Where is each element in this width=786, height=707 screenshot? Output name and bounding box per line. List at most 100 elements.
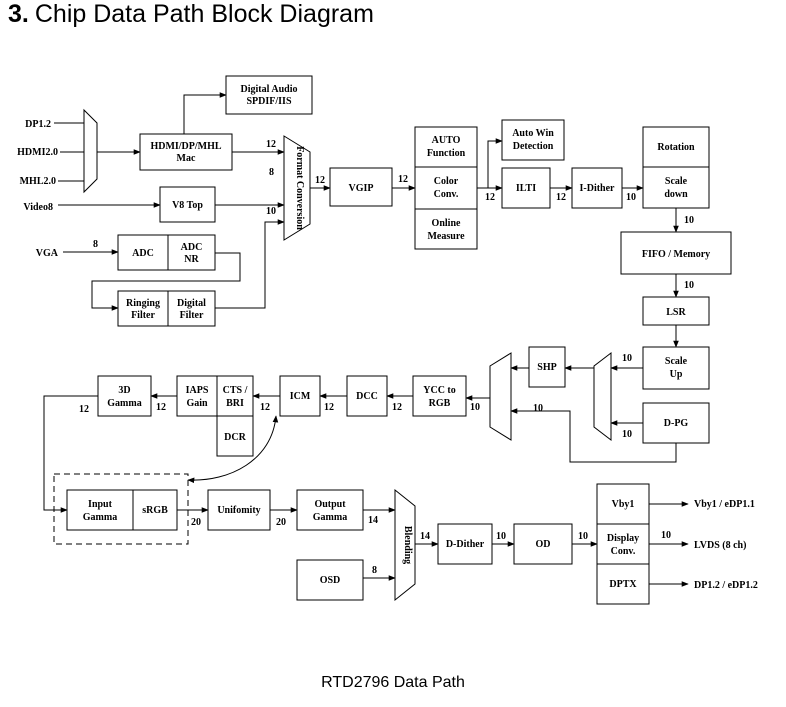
v8-top-block: V8 Top — [159, 186, 216, 223]
svg-text:ADC: ADC — [132, 248, 154, 259]
bus-vga-adc: 8 — [93, 239, 98, 250]
svg-text:BRI: BRI — [226, 398, 244, 409]
svg-text:Input: Input — [88, 499, 113, 510]
svg-text:Unifomity: Unifomity — [217, 505, 260, 516]
adc-block: ADC — [117, 234, 169, 271]
svg-text:Online: Online — [432, 218, 461, 229]
svg-text:Measure: Measure — [427, 231, 465, 242]
svg-text:Gamma: Gamma — [107, 398, 141, 409]
bus-fc-vgip: 12 — [315, 175, 325, 186]
svg-text:RGB: RGB — [429, 398, 451, 409]
svg-text:down: down — [664, 189, 688, 200]
ycc-to-rgb-block: YCC to RGB — [412, 375, 467, 417]
bus-unif-out: 20 — [276, 517, 286, 528]
d-pg-block: D-PG — [642, 402, 710, 444]
input-dp-label: DP1.2 — [25, 119, 51, 130]
bus-fifo-out: 10 — [684, 280, 694, 291]
od-block: OD — [513, 523, 573, 565]
bus-scaleup-out: 10 — [622, 353, 632, 364]
srgb-block: sRGB — [132, 489, 178, 531]
lsr-block: LSR — [642, 296, 710, 326]
svg-text:DCC: DCC — [356, 391, 378, 402]
input-mhl-label: MHL2.0 — [20, 176, 56, 187]
svg-text:Digital: Digital — [177, 298, 206, 309]
bus-blend-out: 14 — [420, 531, 430, 542]
bus-dc-out: 10 — [661, 530, 671, 541]
svg-text:SHP: SHP — [537, 362, 556, 373]
auto-function-block: AUTO Function — [414, 126, 478, 168]
adc-nr-block: ADC NR — [167, 234, 216, 271]
ringing-filter-block: Ringing Filter — [117, 290, 169, 327]
output-lvds-label: LVDS (8 ch) — [694, 540, 746, 551]
svg-text:DCR: DCR — [224, 432, 246, 443]
svg-text:Output: Output — [314, 499, 346, 510]
i-dither-block: I-Dither — [571, 167, 623, 209]
vby1-block: Vby1 — [596, 483, 650, 525]
input-video8-label: Video8 — [23, 202, 53, 213]
svg-text:D-PG: D-PG — [664, 418, 689, 429]
svg-text:ICM: ICM — [290, 391, 311, 402]
svg-text:Display: Display — [607, 533, 639, 544]
svg-text:ADC: ADC — [181, 242, 203, 253]
input-gamma-block: Input Gamma — [66, 489, 134, 531]
diagram-caption: RTD2796 Data Path — [321, 674, 465, 691]
bus-cc-ilti: 12 — [485, 192, 495, 203]
hdmi-dp-mhl-mac-block: HDMI/DP/MHL Mac — [139, 133, 233, 171]
scale-up-block: Scale Up — [642, 346, 710, 390]
bus-mux-lower: 10 — [533, 403, 543, 414]
online-measure-block: Online Measure — [414, 208, 478, 250]
svg-text:DPTX: DPTX — [609, 579, 637, 590]
bus-vgip-out: 12 — [398, 174, 408, 185]
svg-text:Conv.: Conv. — [434, 189, 459, 200]
bus-v8-fc: 8 — [269, 167, 274, 178]
gamma-3d-block: 3D Gamma — [97, 375, 152, 417]
svg-text:VGIP: VGIP — [349, 183, 374, 194]
bus-dpg-out: 10 — [622, 429, 632, 440]
svg-text:Conv.: Conv. — [611, 546, 636, 557]
bus-ddither-out: 10 — [496, 531, 506, 542]
fifo-memory-block: FIFO / Memory — [620, 231, 732, 275]
feedback-arrow — [187, 415, 279, 484]
bus-3d-out: 12 — [79, 404, 89, 415]
svg-text:Scale: Scale — [665, 356, 688, 367]
ilti-block: ILTI — [501, 167, 551, 209]
svg-text:Gain: Gain — [186, 398, 208, 409]
svg-text:Rotation: Rotation — [657, 142, 695, 153]
title-text: Chip Data Path Block Diagram — [34, 0, 374, 28]
gamma-dashed-region — [53, 473, 189, 545]
dcc-block: DCC — [346, 375, 388, 417]
bus-icm-cts: 12 — [260, 402, 270, 413]
bus-mac-fc: 12 — [266, 139, 276, 150]
svg-text:Gamma: Gamma — [313, 512, 347, 523]
svg-text:Filter: Filter — [180, 310, 204, 321]
bus-scaledown-out: 10 — [684, 215, 694, 226]
svg-text:Function: Function — [427, 148, 466, 159]
svg-text:HDMI/DP/MHL: HDMI/DP/MHL — [150, 141, 221, 152]
svg-text:ILTI: ILTI — [516, 183, 536, 194]
scale-down-block: Scale down — [642, 166, 710, 209]
blending-mux: Blending — [394, 488, 416, 602]
svg-text:Mac: Mac — [177, 153, 196, 164]
bus-ycc-dcc: 12 — [392, 402, 402, 413]
bus-idither-out: 10 — [626, 192, 636, 203]
icm-block: ICM — [279, 375, 321, 417]
osd-block: OSD — [296, 559, 364, 601]
svg-text:Digital Audio: Digital Audio — [241, 84, 298, 95]
rotation-block: Rotation — [642, 126, 710, 168]
svg-text:Ringing: Ringing — [126, 298, 160, 309]
svg-text:D-Dither: D-Dither — [446, 539, 485, 550]
color-conv-block: Color Conv. — [414, 166, 478, 210]
dptx-block: DPTX — [596, 563, 650, 605]
bus-ogamma-out: 14 — [368, 515, 378, 526]
d-dither-block: D-Dither — [437, 523, 493, 565]
svg-text:Up: Up — [670, 369, 683, 380]
bus-ilti-idither: 12 — [556, 192, 566, 203]
vgip-block: VGIP — [329, 167, 393, 207]
uniformity-block: Unifomity — [207, 489, 271, 531]
bus-srgb-out: 20 — [191, 517, 201, 528]
format-conversion-mux: Format Conversion — [283, 135, 311, 241]
svg-text:V8 Top: V8 Top — [172, 200, 203, 211]
digital-filter-block: Digital Filter — [167, 290, 216, 327]
svg-text:Auto Win: Auto Win — [512, 128, 554, 139]
